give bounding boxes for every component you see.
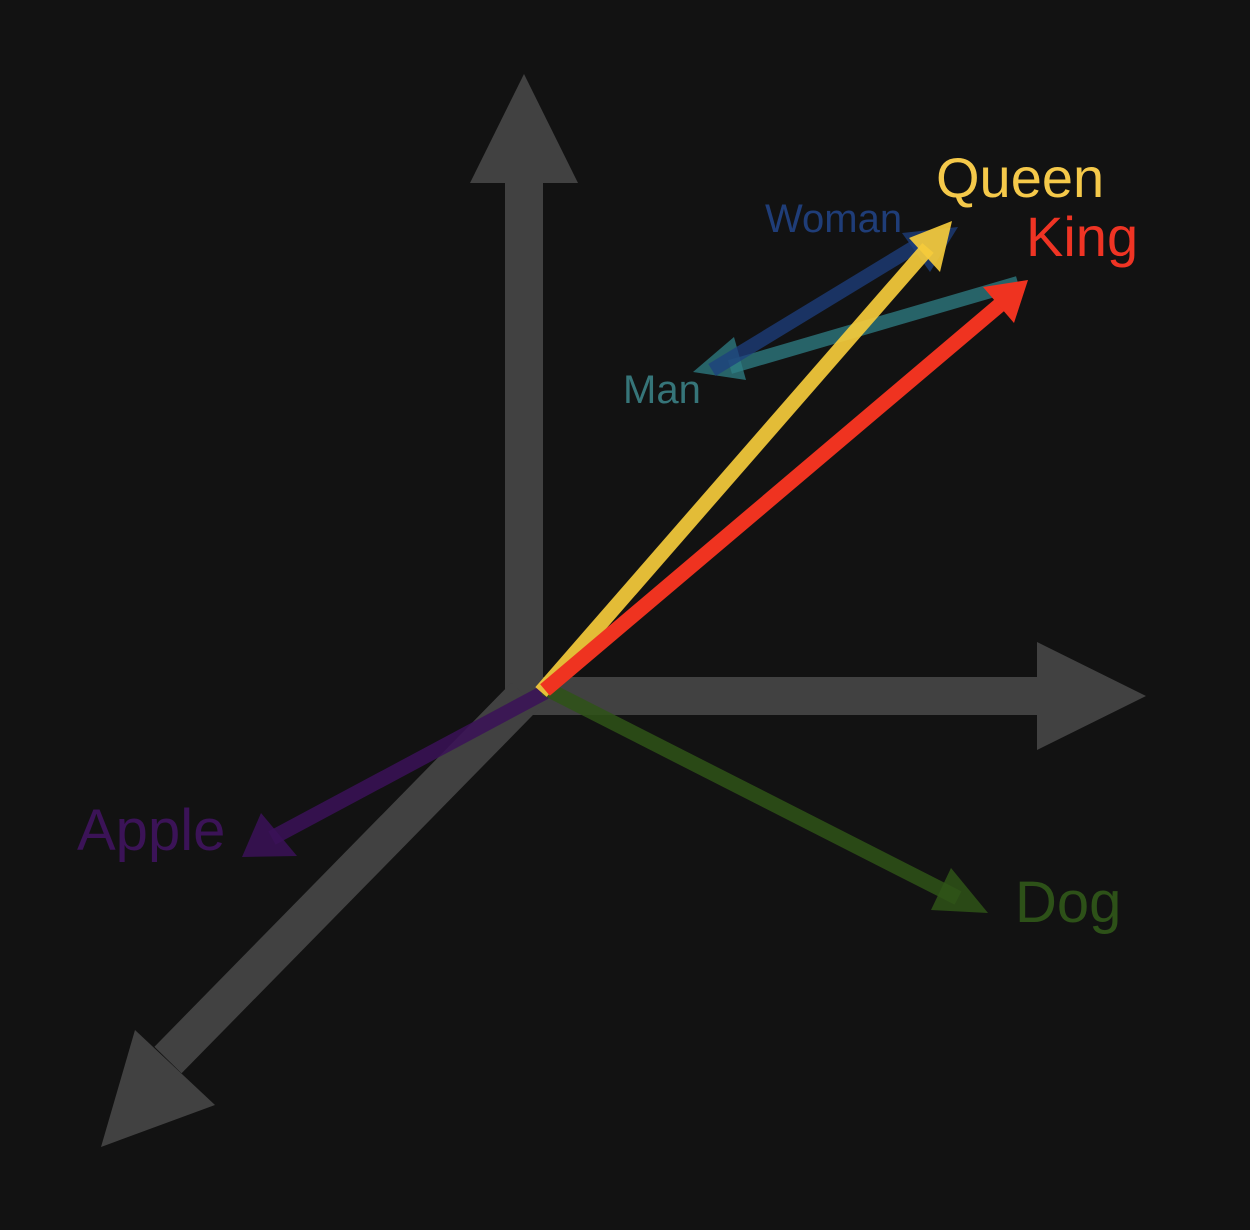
vector-king-shaft [540,297,1007,696]
y-axis-arrowhead [470,74,578,183]
label-man: Man [623,368,701,412]
labels: Woman Man Queen King Apple Dog [77,146,1138,935]
label-woman: Woman [765,197,902,241]
vector-king [540,280,1028,696]
vector-apple-shaft [268,685,549,845]
label-apple: Apple [77,798,225,863]
vectors [242,221,1028,913]
vector-queen [535,221,952,697]
vector-queen-shaft [535,243,934,697]
label-king: King [1026,205,1138,268]
axes [101,74,1146,1147]
vector-man-to-king-shaft [728,276,1020,374]
vector-dog-arrowhead [931,868,988,913]
label-queen: Queen [936,146,1104,209]
vector-dog-shaft [541,681,962,905]
x-axis-arrowhead [1037,642,1146,750]
vector-apple-arrowhead [242,813,297,857]
vector-queen-arrowhead [909,221,952,272]
label-dog: Dog [1015,870,1121,935]
vector-king-arrowhead [983,280,1028,323]
vector-apple [242,685,549,857]
vector-dog [541,681,988,913]
vector-man-to-woman-shaft [708,234,930,376]
z-axis-arrowhead [101,1030,215,1147]
z-axis-shaft [154,682,539,1074]
